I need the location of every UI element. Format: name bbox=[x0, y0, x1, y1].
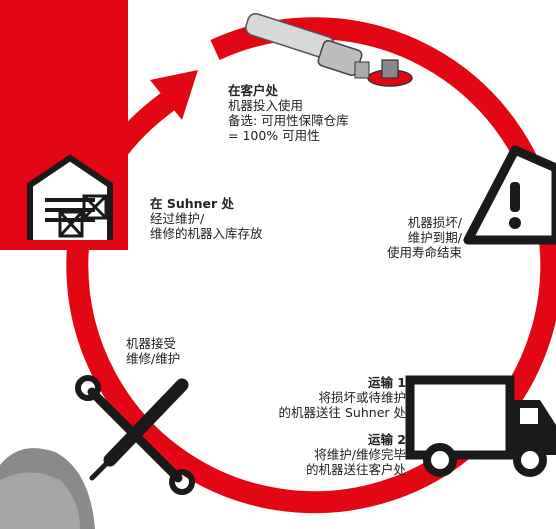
transport2-line1: 将维护/维修完毕 bbox=[314, 447, 406, 462]
damage-line2: 维护到期/ bbox=[407, 230, 462, 245]
customer-line1: 机器投入使用 bbox=[228, 98, 304, 113]
suhner-line2: 维修的机器入库存放 bbox=[150, 226, 263, 241]
transport2-label: 运输 2 将维护/维修完毕 的机器送往客户处 bbox=[306, 432, 406, 477]
customer-line2: 备选: 可用性保障仓库 bbox=[228, 113, 349, 128]
repair-label: 机器接受 维修/维护 bbox=[126, 336, 180, 366]
repair-line1: 机器接受 bbox=[126, 336, 177, 351]
tools-icon bbox=[75, 375, 195, 495]
transport1-title: 运输 1 bbox=[367, 375, 406, 390]
warning-icon bbox=[463, 145, 556, 245]
suhner-label: 在 Suhner 处 经过维护/ 维修的机器入库存放 bbox=[150, 196, 263, 241]
cycle-arrowhead bbox=[150, 70, 198, 120]
person-photo bbox=[0, 448, 95, 529]
truck-icon bbox=[405, 375, 556, 477]
damage-label: 机器损坏/ 维护到期/ 使用寿命结束 bbox=[387, 215, 462, 260]
transport1-label: 运输 1 将损坏或待维护 的机器送往 Suhner 处 bbox=[279, 375, 406, 420]
damage-line1: 机器损坏/ bbox=[407, 215, 462, 230]
customer-title: 在客户处 bbox=[228, 83, 279, 98]
angle-grinder-icon bbox=[245, 12, 413, 87]
transport1-line1: 将损坏或待维护 bbox=[318, 390, 406, 405]
damage-line3: 使用寿命结束 bbox=[386, 245, 462, 260]
warehouse-icon bbox=[27, 154, 113, 240]
suhner-title: 在 Suhner 处 bbox=[150, 196, 235, 211]
customer-label: 在客户处 机器投入使用 备选: 可用性保障仓库 = 100% 可用性 bbox=[228, 83, 349, 143]
transport2-line2: 的机器送往客户处 bbox=[305, 462, 406, 477]
suhner-line1: 经过维护/ bbox=[150, 211, 205, 226]
transport1-line2: 的机器送往 Suhner 处 bbox=[278, 405, 406, 420]
transport2-title: 运输 2 bbox=[367, 432, 406, 447]
repair-line2: 维修/维护 bbox=[126, 351, 181, 366]
customer-line3: = 100% 可用性 bbox=[228, 128, 320, 143]
